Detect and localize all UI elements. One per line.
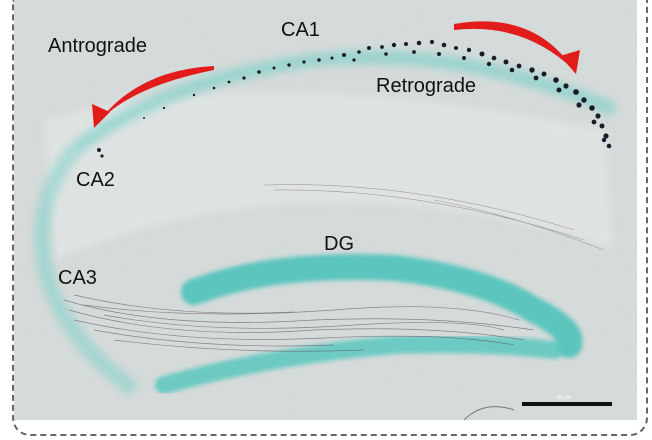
label-antrograde: Antrograde xyxy=(48,35,147,57)
scale-bar-label: 50 µm xyxy=(557,395,571,401)
label-retrograde: Retrograde xyxy=(376,75,477,97)
hippocampus-micrograph xyxy=(14,0,637,420)
dg-upper-blade xyxy=(181,254,583,358)
ca3-stratum xyxy=(34,145,139,397)
curved-arrow-right-icon xyxy=(454,21,574,71)
hilus-fibers xyxy=(63,294,535,352)
scale-bar xyxy=(522,402,612,406)
label-ca2: CA2 xyxy=(76,169,115,191)
dg-lower-blade xyxy=(155,335,563,394)
curved-arrow-left-icon xyxy=(94,66,214,128)
ca1-stratum xyxy=(69,50,617,156)
label-dg: DG xyxy=(324,233,354,255)
tissue-image xyxy=(14,0,637,420)
label-ca1: CA1 xyxy=(281,19,320,41)
ca1-labeled-neurons xyxy=(97,39,612,158)
label-ca3: CA3 xyxy=(58,267,97,289)
